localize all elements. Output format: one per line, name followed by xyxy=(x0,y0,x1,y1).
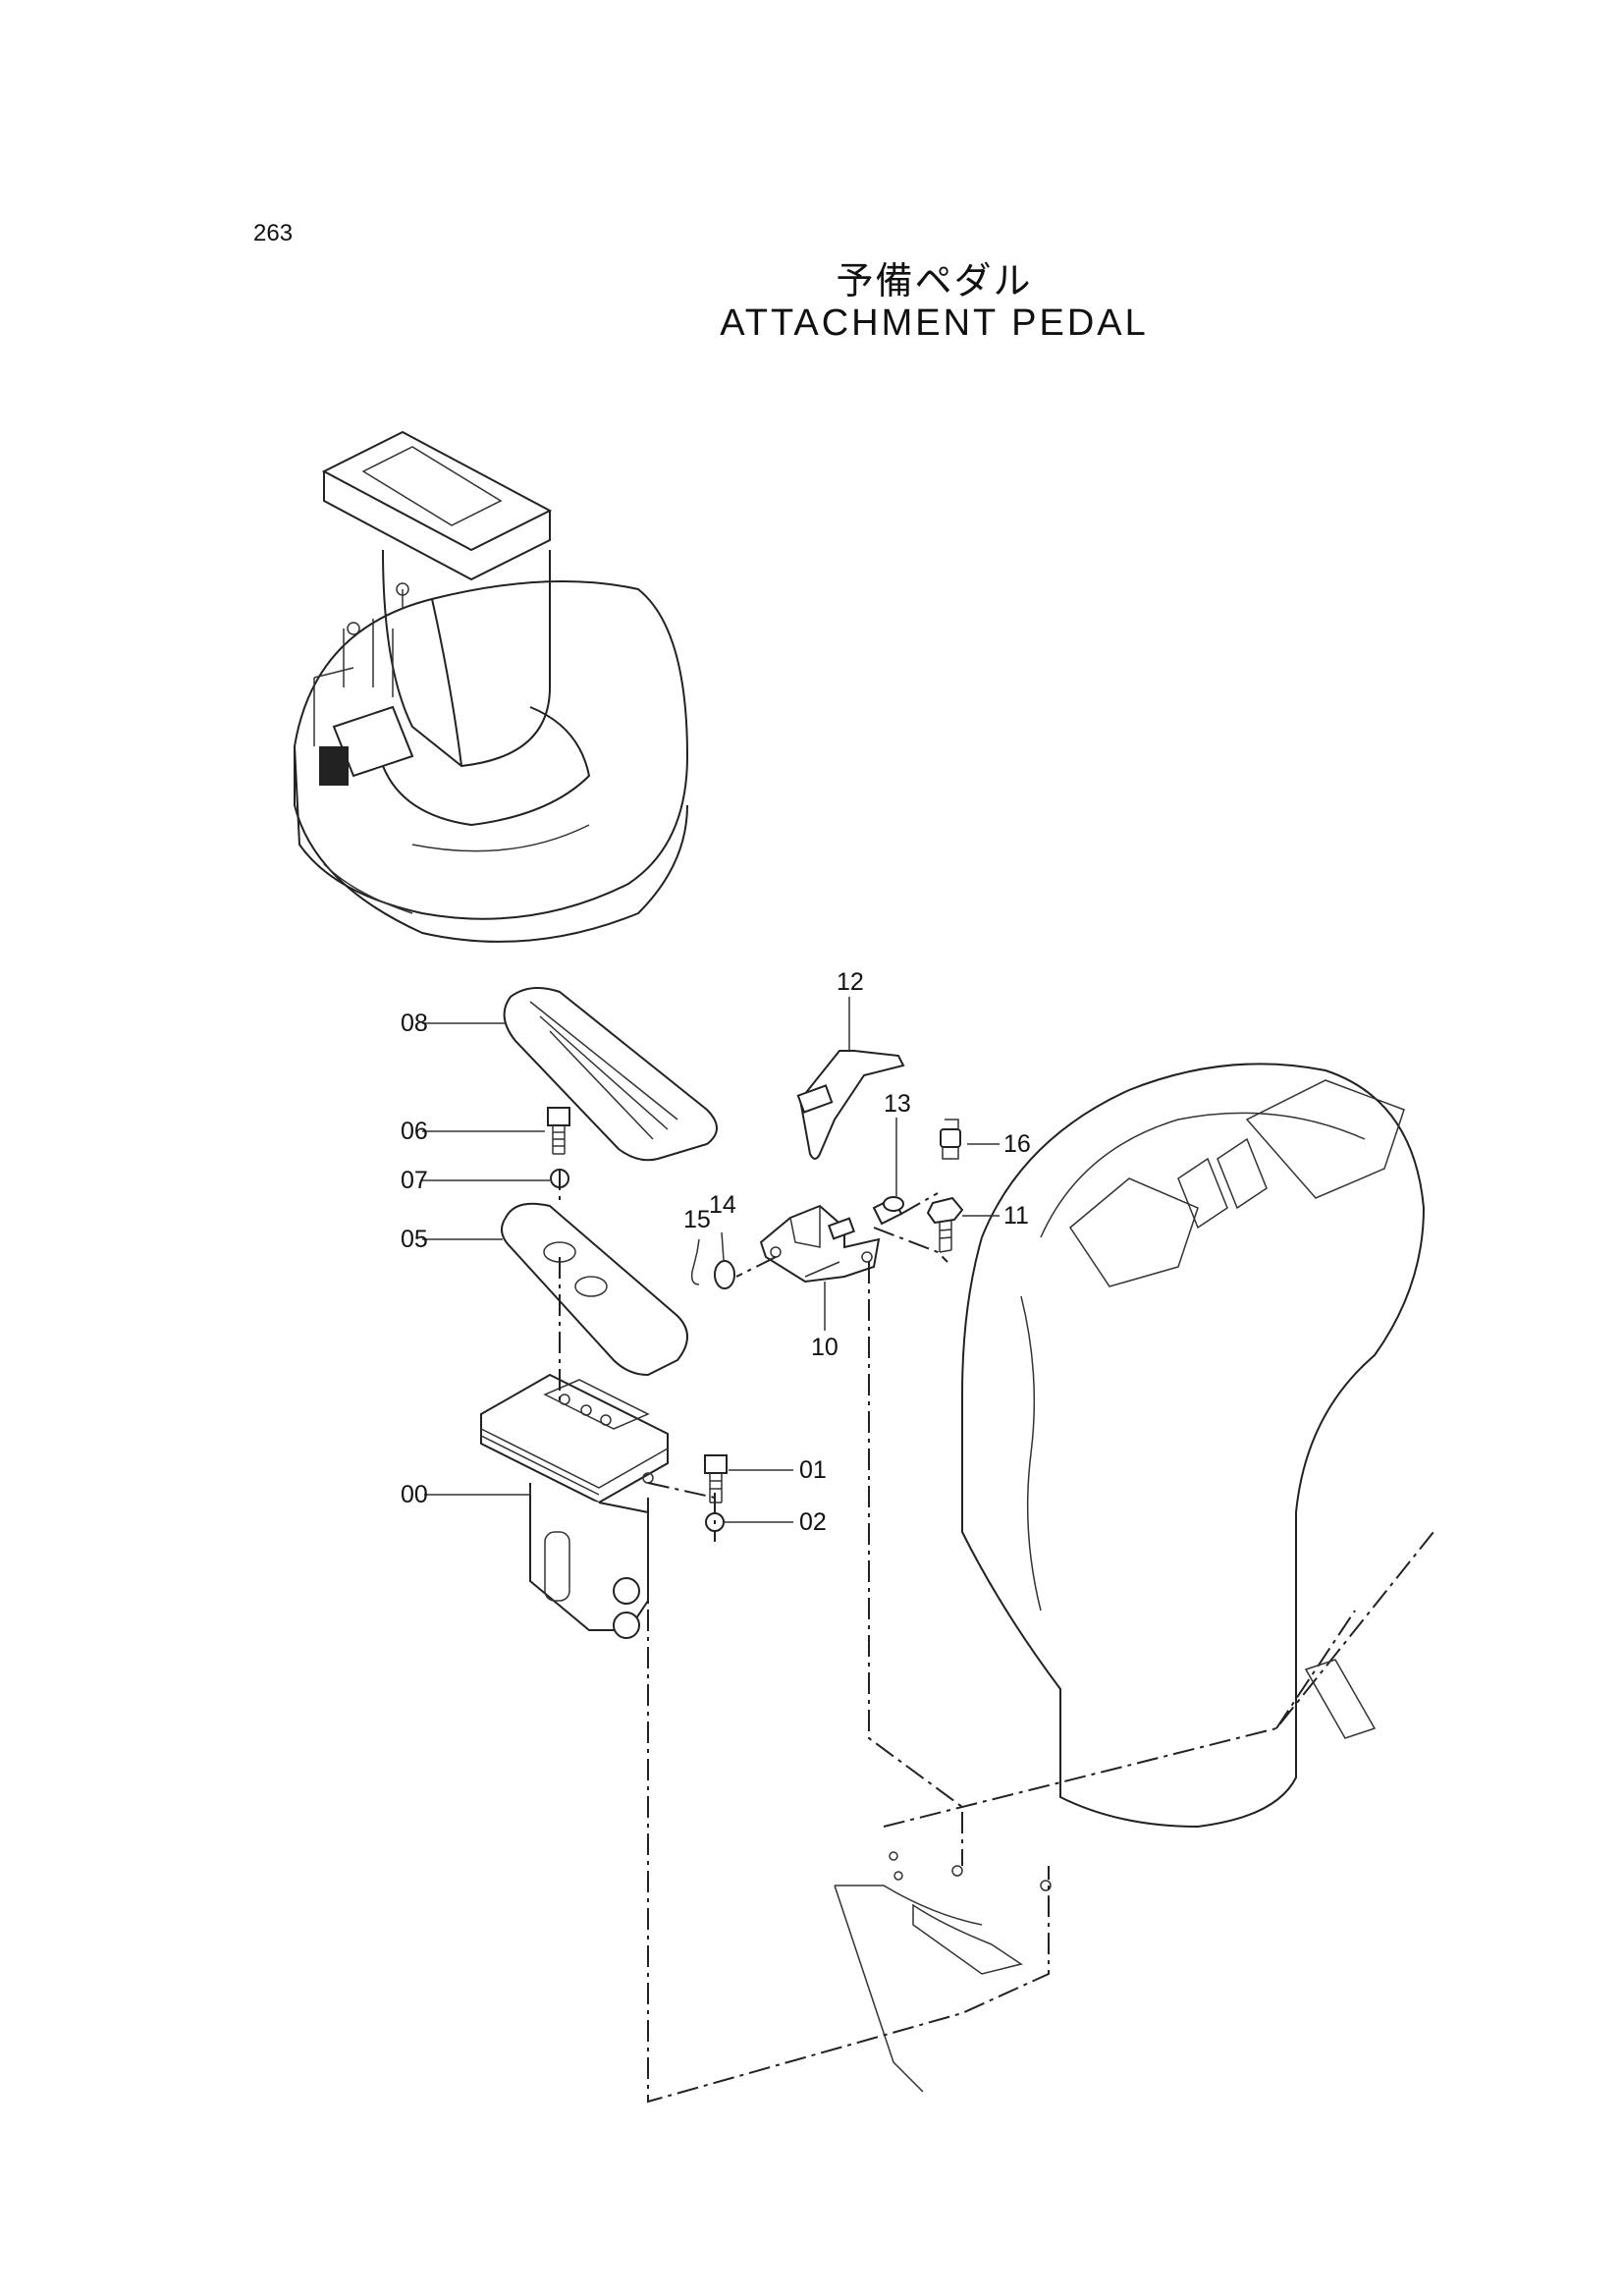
callout-02: 02 xyxy=(799,1508,827,1536)
part-10-bracket xyxy=(759,1204,881,1284)
page-title-english: ATTACHMENT PEDAL xyxy=(720,302,1149,344)
callout-15: 15 xyxy=(683,1206,711,1233)
part-16-grease-fitting xyxy=(940,1119,961,1160)
callout-00: 00 xyxy=(401,1481,428,1508)
callout-14: 14 xyxy=(709,1191,736,1219)
part-15-snap-pin xyxy=(690,1251,700,1285)
cab-floor-and-console xyxy=(834,1063,1434,2093)
callout-06: 06 xyxy=(401,1118,428,1145)
part-13-pin xyxy=(872,1196,904,1226)
callout-13: 13 xyxy=(884,1090,911,1118)
assembly-centerlines xyxy=(559,1169,1050,2104)
part-06-bolt xyxy=(547,1107,570,1155)
part-01-bolt xyxy=(704,1454,728,1503)
part-11-bolt xyxy=(926,1196,964,1253)
callout-labels: 08 06 07 05 00 01 02 12 13 16 11 10 14 1… xyxy=(401,968,1031,1536)
part-12-lever xyxy=(796,1050,905,1160)
part-00-pilot-valve xyxy=(480,1373,669,1639)
callout-12: 12 xyxy=(837,968,864,996)
callout-10: 10 xyxy=(811,1334,839,1361)
callout-11: 11 xyxy=(1003,1202,1029,1230)
part-05-pedal-plate xyxy=(501,1202,688,1377)
page-number: 263 xyxy=(253,220,294,246)
part-08-pedal-pad xyxy=(503,987,718,1162)
overview-seat-illustration xyxy=(293,430,689,943)
page-title-japanese: 予備ペダル xyxy=(836,259,1033,302)
callout-16: 16 xyxy=(1003,1130,1031,1158)
callout-01: 01 xyxy=(799,1456,827,1484)
callout-07: 07 xyxy=(401,1167,428,1194)
part-14-washer xyxy=(714,1260,735,1289)
callout-05: 05 xyxy=(401,1226,428,1253)
callout-leaders xyxy=(422,997,1000,1523)
callout-08: 08 xyxy=(401,1010,428,1037)
